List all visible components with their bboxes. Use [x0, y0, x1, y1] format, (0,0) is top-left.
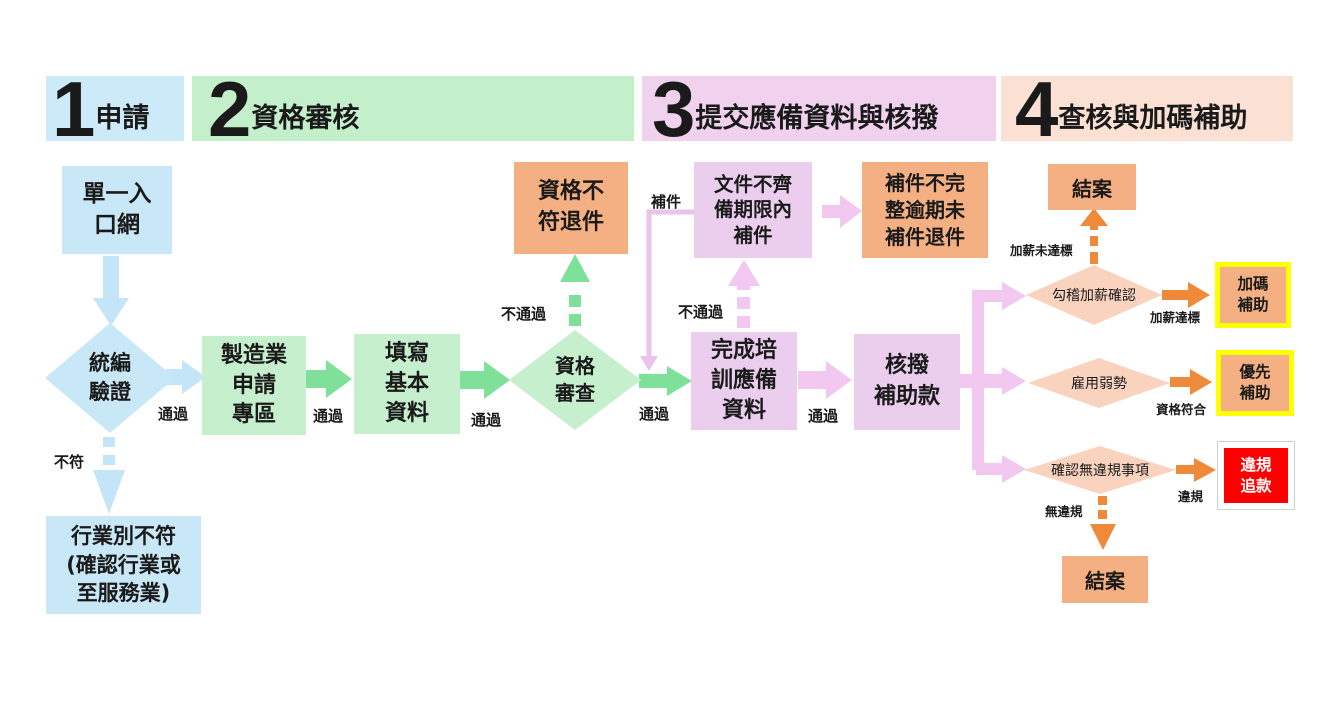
label-raise-not-met: 加薪未達標: [1010, 243, 1073, 258]
arrow-raise-to-bonus: [1162, 282, 1210, 308]
node-violation-recovery-label: 違規 追款: [1224, 448, 1288, 503]
arrow-incomplete-to-overdue: [822, 195, 862, 228]
phase-2-title: 資格審核: [251, 103, 360, 134]
node-tax-id-verification-label: 統編 驗證: [89, 350, 131, 404]
arrow-fill-to-review: [460, 361, 510, 399]
arrow-nocheck-to-recovery: [1176, 458, 1216, 482]
arrow-manufacturing-to-fill: [306, 360, 352, 398]
label-fail-industry: 不符: [54, 453, 85, 471]
phase-1-number: 1: [52, 64, 95, 153]
arrow-complete-to-grant: [798, 361, 852, 399]
arrow-review-to-unqualified-dashed: [560, 254, 590, 326]
node-industry-mismatch: 行業別不符 (確認行業或 至服務業): [46, 516, 201, 614]
phase-4-number: 4: [1015, 64, 1058, 153]
node-closed-top: 結案: [1048, 164, 1136, 210]
node-tax-id-verification: 統編 驗證: [45, 323, 175, 433]
label-supplement: 補件: [651, 193, 682, 211]
node-closed-bottom: 結案: [1062, 556, 1148, 603]
node-complete-training-docs: 完成培 訓應備 資料: [691, 332, 797, 430]
node-employ-disadvantaged: 雇用弱勢: [1028, 358, 1170, 408]
phase-4-header: 4 查核與加碼補助: [1001, 70, 1293, 148]
arrow-raise-to-closed-dashed: [1080, 208, 1108, 264]
phase-3-header: 3 提交應備資料與核撥: [642, 70, 996, 148]
label-pass-4: 通過: [639, 405, 670, 423]
node-fill-basic-data: 填寫 基本 資料: [354, 334, 460, 434]
node-incomplete-docs: 文件不齊 備期限內 補件: [694, 162, 812, 258]
phase-1-header: 1 申請: [46, 70, 184, 148]
arrow-supplement-head: [640, 356, 658, 371]
label-fail-review: 不通過: [501, 305, 547, 323]
phase-4-title: 查核與加碼補助: [1058, 103, 1248, 134]
node-manufacturing-area: 製造業 申請 專區: [202, 336, 306, 435]
node-no-violation-check-label: 確認無違規事項: [1051, 463, 1149, 479]
label-pass-2: 通過: [313, 407, 344, 425]
arrow-grant-to-branches: [960, 282, 1026, 483]
node-qualification-review-label: 資格 審查: [555, 354, 595, 405]
node-grant-subsidy: 核撥 補助款: [854, 334, 960, 430]
phase-3-number: 3: [652, 64, 695, 153]
node-violation-recovery: 違規 追款: [1217, 441, 1295, 510]
phase-1-title: 申請: [95, 103, 150, 134]
node-unqualified-return: 資格不 符退件: [514, 162, 628, 254]
label-violation: 違規: [1178, 489, 1204, 504]
node-bonus-subsidy-label: 加碼 補助: [1237, 275, 1269, 314]
arrow-complete-to-incomplete-dashed: [728, 260, 760, 328]
arrow-incomplete-to-complete-supplement: [646, 209, 696, 360]
label-pass-5: 通過: [808, 407, 839, 425]
label-no-violation: 無違規: [1045, 504, 1083, 519]
node-salary-raise-check-label: 勾稽加薪確認: [1052, 288, 1136, 304]
node-qualification-review: 資格 審查: [509, 330, 641, 430]
arrow-verify-to-mismatch-dashed: [93, 437, 125, 514]
arrow-employ-to-priority: [1170, 369, 1212, 395]
phase-3-title: 提交應備資料與核撥: [695, 103, 939, 134]
node-salary-raise-check: 勾稽加薪確認: [1026, 265, 1162, 325]
node-priority-subsidy-label: 優先 補助: [1239, 363, 1271, 402]
label-raise-met: 加薪達標: [1150, 310, 1201, 325]
arrow-nocheck-to-closed-dashed: [1090, 496, 1116, 550]
node-no-violation-check: 確認無違規事項: [1024, 446, 1176, 494]
node-single-portal: 單一入 口網: [62, 166, 172, 254]
node-employ-disadvantaged-label: 雇用弱勢: [1071, 376, 1127, 392]
label-qualified: 資格符合: [1156, 402, 1207, 417]
arrow-review-to-complete-docs: [639, 366, 692, 396]
label-fail-docs: 不通過: [678, 303, 724, 321]
arrow-portal-to-verify: [93, 256, 129, 326]
node-bonus-subsidy: 加碼 補助: [1215, 262, 1291, 328]
node-priority-subsidy: 優先 補助: [1216, 350, 1294, 416]
phase-2-header: 2 資格審核: [192, 70, 634, 148]
label-pass-3: 通過: [471, 411, 502, 429]
node-overdue-return: 補件不完 整逾期未 補件退件: [862, 162, 988, 258]
label-pass-1: 通過: [158, 405, 189, 423]
phase-2-number: 2: [208, 64, 251, 153]
